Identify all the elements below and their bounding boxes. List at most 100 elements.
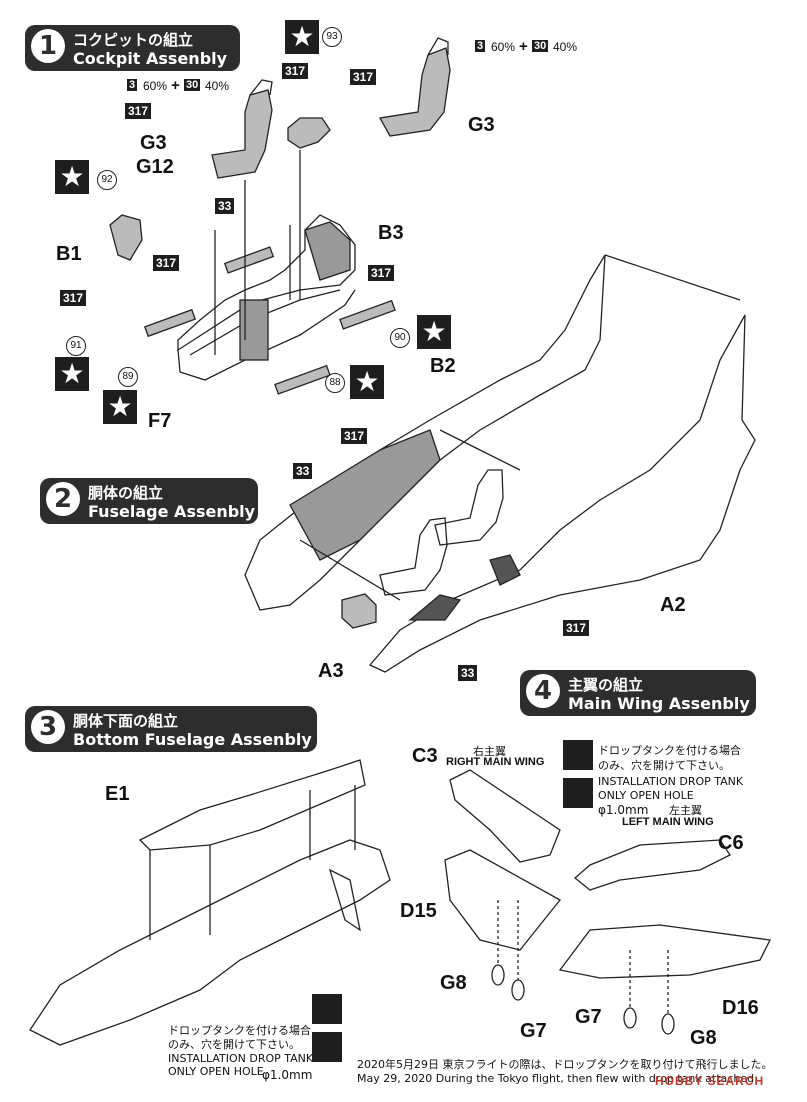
color-code: 317 xyxy=(282,63,309,79)
part-label: A2 xyxy=(660,594,686,616)
part-label: E1 xyxy=(105,783,130,805)
drill-icon xyxy=(563,778,593,808)
color-code: 30 xyxy=(532,40,549,52)
drop-tank-note-en-1: INSTALLATION DROP TANK xyxy=(598,775,744,788)
step-number: 3 xyxy=(31,710,65,744)
color-code: 30 xyxy=(184,79,201,91)
step-title-en: Bottom Fuselage Assenbly xyxy=(73,730,312,749)
color-code: 3 xyxy=(127,79,138,91)
part-label: G7 xyxy=(520,1020,547,1042)
drop-tank-note-en-2: ONLY OPEN HOLE xyxy=(168,1065,264,1078)
color-code: 33 xyxy=(458,665,478,681)
color-code: 317 xyxy=(350,69,377,85)
star-icon: ★ xyxy=(285,20,319,54)
part-b1 xyxy=(109,214,143,261)
drop-tank-note-jp-2: のみ、穴を開けて下さい。 xyxy=(168,1038,300,1051)
fuselage-half-b2 xyxy=(244,254,606,611)
drill-icon xyxy=(312,1032,342,1062)
mix-percent: 40% xyxy=(205,79,230,93)
left-wing-label-jp: 左主翼 xyxy=(669,804,702,817)
color-code: 33 xyxy=(215,198,235,214)
drop-tank-note-en-1: INSTALLATION DROP TANK xyxy=(168,1052,314,1065)
step-title-jp: 主翼の組立 xyxy=(568,676,644,694)
step-3-banner: 3 胴体下面の組立 Bottom Fuselage Assenbly xyxy=(25,706,317,752)
hole-size: φ1.0mm xyxy=(598,803,649,817)
mix-plus: + xyxy=(171,77,180,94)
part-label: F7 xyxy=(148,410,172,432)
part-label: G8 xyxy=(690,1027,717,1049)
instrument-panel xyxy=(239,299,269,361)
right-wing-d15 xyxy=(444,849,561,951)
decal-number: 92 xyxy=(97,170,117,190)
part-label: D16 xyxy=(722,997,759,1019)
decal-number: 90 xyxy=(390,328,410,348)
step-1-banner: 1 コクピットの組立 Cockpit Assenbly xyxy=(25,25,240,71)
drop-tank-arrows-icon xyxy=(312,994,342,1024)
part-label: A3 xyxy=(318,660,344,682)
step-number: 4 xyxy=(526,674,560,708)
part-label: B2 xyxy=(430,355,456,377)
step-number: 2 xyxy=(46,482,80,516)
part-label: B1 xyxy=(56,243,82,265)
footnote-jp: 2020年5月29日 東京フライトの際は、ドロップタンクを取り付けて飛行しました… xyxy=(357,1058,773,1071)
mix-percent: 60% xyxy=(143,79,168,93)
footnote-en: May 29, 2020 During the Tokyo flight, th… xyxy=(357,1072,758,1085)
color-code: 317 xyxy=(368,265,395,281)
hole-size: φ1.0mm xyxy=(262,1068,313,1082)
seat-g3-right xyxy=(378,47,451,137)
color-code: 317 xyxy=(153,255,180,271)
part-label: G3 xyxy=(140,132,167,154)
step-4-banner: 4 主翼の組立 Main Wing Assenbly xyxy=(520,670,756,716)
step-number: 1 xyxy=(31,29,65,63)
part-label: G3 xyxy=(468,114,495,136)
part-label: G7 xyxy=(575,1006,602,1028)
part-b3 xyxy=(287,117,331,149)
drop-tank-note-en-2: ONLY OPEN HOLE xyxy=(598,789,694,802)
step-title-jp: 胴体下面の組立 xyxy=(73,712,179,730)
star-icon: ★ xyxy=(350,365,384,399)
drop-tank-note-jp-1: ドロップタンクを付ける場合 xyxy=(598,744,741,757)
drop-tank-note-jp-2: のみ、穴を開けて下さい。 xyxy=(598,759,730,772)
step-title-en: Cockpit Assenbly xyxy=(73,49,228,68)
step-title-en: Main Wing Assenbly xyxy=(568,694,750,713)
right-wing-label-jp: 右主翼 xyxy=(473,745,506,758)
left-wing-label-en: LEFT MAIN WING xyxy=(622,816,714,828)
color-code: 3 xyxy=(475,40,486,52)
decal-number: 88 xyxy=(325,373,345,393)
part-label: G12 xyxy=(136,156,174,178)
color-code: 317 xyxy=(60,290,87,306)
star-icon: ★ xyxy=(103,390,137,424)
color-code: 317 xyxy=(341,428,368,444)
mix-plus: + xyxy=(519,38,528,55)
drop-tank-note-jp-1: ドロップタンクを付ける場合 xyxy=(168,1024,311,1037)
left-wing-d16 xyxy=(558,924,771,979)
decal-number: 93 xyxy=(322,27,342,47)
mix-percent: 60% xyxy=(491,40,516,54)
decal-number: 91 xyxy=(66,336,86,356)
part-label: D15 xyxy=(400,900,437,922)
drop-tank-arrows-icon xyxy=(563,740,593,770)
left-main-wing-c6 xyxy=(573,839,731,891)
part-label: G8 xyxy=(440,972,467,994)
step-title-jp: 胴体の組立 xyxy=(88,484,164,502)
seat-g3-left xyxy=(211,89,273,179)
step-title-en: Fuselage Assenbly xyxy=(88,502,256,521)
bottom-fuselage-e1 xyxy=(138,759,366,851)
star-icon: ★ xyxy=(55,357,89,391)
right-wing-label-en: RIGHT MAIN WING xyxy=(446,756,545,768)
fuselage-half-a2 xyxy=(368,314,756,673)
mix-percent: 40% xyxy=(553,40,578,54)
decal-number: 89 xyxy=(118,367,138,387)
star-icon: ★ xyxy=(417,315,451,349)
part-label: C3 xyxy=(412,745,438,767)
step-2-banner: 2 胴体の組立 Fuselage Assenbly xyxy=(40,478,258,524)
part-a3 xyxy=(341,593,377,629)
color-code: 317 xyxy=(563,620,590,636)
step-title-jp: コクピットの組立 xyxy=(73,31,194,49)
color-code: 317 xyxy=(125,103,152,119)
cockpit-tub-outline xyxy=(177,214,356,352)
watermark: HOBBY SEARCH xyxy=(655,1074,765,1088)
part-label: B3 xyxy=(378,222,404,244)
star-icon: ★ xyxy=(55,160,89,194)
